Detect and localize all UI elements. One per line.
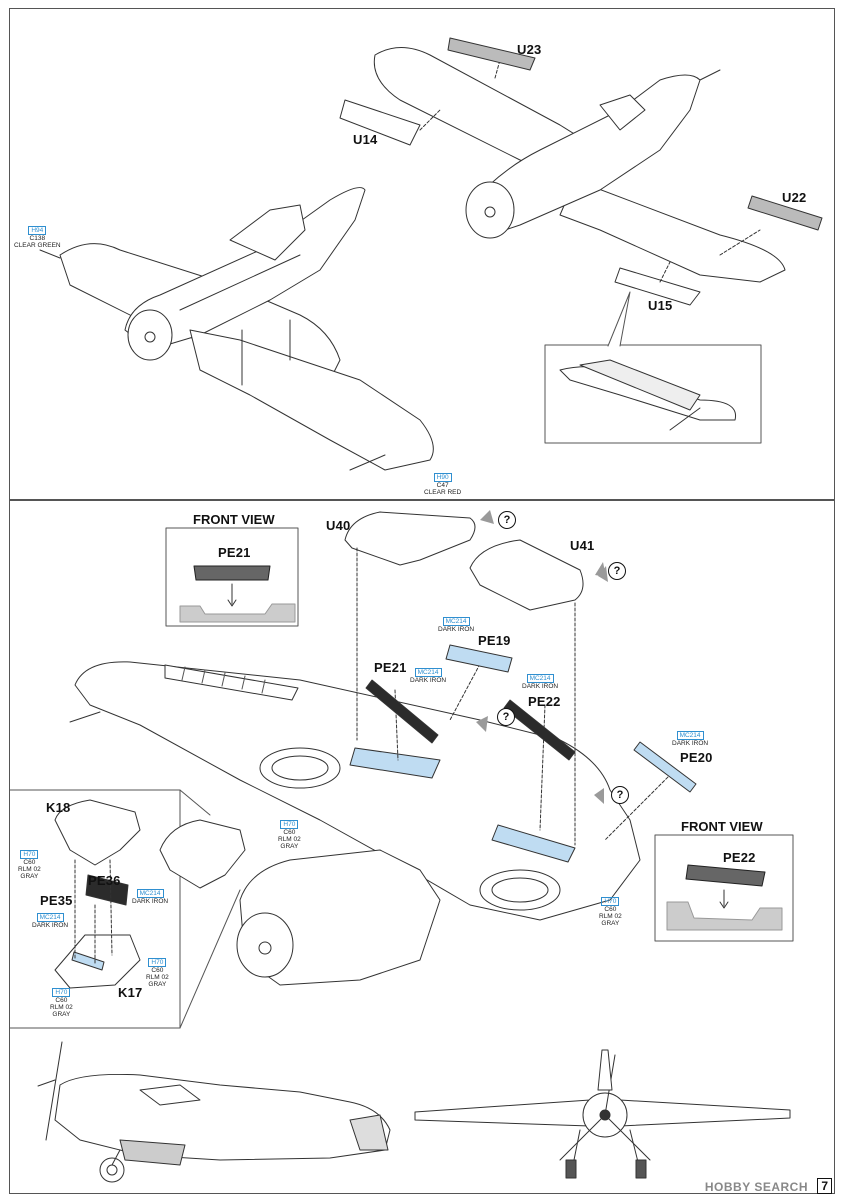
radiator-parts [447, 37, 823, 231]
label-k17: K17 [118, 985, 143, 1000]
paint-code-c: C60 [151, 967, 164, 974]
top-left-aircraft [39, 187, 434, 471]
paint-code-box: H70 [280, 820, 299, 829]
paint-code-name: DARK IRON [410, 677, 447, 684]
question-mark-icon-3: ? [497, 708, 515, 726]
label-pe22-front: PE22 [723, 850, 756, 865]
paint-code-name2: GRAY [52, 1011, 71, 1018]
bottom-panel [9, 500, 835, 1194]
label-u14: U14 [353, 132, 378, 147]
label-u40: U40 [326, 518, 351, 533]
paint-code-box: MC214 [526, 674, 554, 683]
paint-code-mc214-pe36: MC214 DARK IRON [132, 889, 168, 905]
side-view-aircraft [37, 1041, 391, 1183]
watermark: HOBBY SEARCH [704, 1180, 808, 1194]
frontal-view-aircraft [414, 1049, 791, 1179]
paint-code-h70-k17b: H70 C60 RLM 02 GRAY [50, 988, 73, 1018]
paint-code-box: H90 [433, 473, 452, 482]
paint-code-mc214-pe21: MC214 DARK IRON [410, 668, 446, 684]
paint-code-name: CLEAR RED [424, 489, 462, 496]
paint-code-mc214-pe22: MC214 DARK IRON [522, 674, 558, 690]
paint-code-box: MC214 [414, 668, 442, 677]
paint-code-box: MC214 [36, 913, 64, 922]
paint-code-name: RLM 02 [599, 913, 622, 920]
paint-code-h70-k18: H70 C60 RLM 02 GRAY [18, 850, 41, 880]
label-pe21-front: PE21 [218, 545, 251, 560]
top-panel [9, 8, 835, 500]
paint-code-name: DARK IRON [438, 626, 475, 633]
label-pe22: PE22 [528, 694, 561, 709]
question-mark-icon-2: ? [608, 562, 626, 580]
front-view-title-1: FRONT VIEW [193, 512, 275, 527]
paint-code-name: DARK IRON [132, 898, 169, 905]
pe19-part [445, 644, 513, 673]
paint-code-box: MC214 [442, 617, 470, 626]
paint-code-name: RLM 02 [146, 974, 169, 981]
paint-code-h70-right: H70 C60 RLM 02 GRAY [599, 897, 622, 927]
paint-code-name2: GRAY [280, 843, 299, 850]
paint-code-name2: GRAY [148, 981, 167, 988]
pe36-part [85, 874, 129, 906]
paint-code-name: RLM 02 [18, 866, 41, 873]
label-u15: U15 [648, 298, 673, 313]
label-pe21: PE21 [374, 660, 407, 675]
paint-code-h70-wheelwell: H70 C60 RLM 02 GRAY [278, 820, 301, 850]
main-wing-underside [74, 661, 641, 921]
paint-code-h90: H90 C47 CLEAR RED [424, 473, 461, 496]
pe20-part [633, 741, 697, 793]
question-mark-icon-4: ? [611, 786, 629, 804]
paint-code-mc214-pe35: MC214 DARK IRON [32, 913, 68, 929]
label-pe19: PE19 [478, 633, 511, 648]
label-u22: U22 [782, 190, 807, 205]
paint-code-box: MC214 [676, 731, 704, 740]
label-k18: K18 [46, 800, 71, 815]
paint-code-h70-k17a: H70 C60 RLM 02 GRAY [146, 958, 169, 988]
top-right-aircraft [339, 47, 786, 306]
paint-code-c: C60 [23, 859, 36, 866]
paint-code-name: RLM 02 [278, 836, 301, 843]
paint-code-name2: GRAY [601, 920, 620, 927]
paint-code-name: DARK IRON [522, 683, 559, 690]
paint-code-name2: GRAY [20, 873, 39, 880]
pe22-part [503, 699, 576, 761]
label-pe20: PE20 [680, 750, 713, 765]
paint-code-box: H70 [148, 958, 167, 967]
paint-code-name: CLEAR GREEN [14, 242, 61, 249]
label-pe35: PE35 [40, 893, 73, 908]
front-view-title-2: FRONT VIEW [681, 819, 763, 834]
paint-code-c: C60 [55, 997, 68, 1004]
paint-code-mc214-pe19: MC214 DARK IRON [438, 617, 474, 633]
label-u41: U41 [570, 538, 595, 553]
paint-code-box: H70 [20, 850, 39, 859]
paint-code-box: H94 [28, 226, 47, 235]
paint-code-box: MC214 [136, 889, 164, 898]
paint-code-c: C47 [436, 482, 449, 489]
label-pe36: PE36 [88, 873, 121, 888]
paint-code-c: C60 [283, 829, 296, 836]
pe21-part [365, 679, 439, 744]
paint-code-name: RLM 02 [50, 1004, 73, 1011]
k-inset-box [9, 789, 181, 1029]
paint-code-name: DARK IRON [672, 740, 709, 747]
paint-code-mc214-pe20: MC214 DARK IRON [672, 731, 708, 747]
paint-code-box: H70 [601, 897, 620, 906]
question-mark-icon-1: ? [498, 511, 516, 529]
page-number: 7 [817, 1178, 832, 1194]
paint-code-c: C138 [29, 235, 46, 242]
paint-code-h94: H94 C138 CLEAR GREEN [14, 226, 61, 249]
paint-code-c: C60 [604, 906, 617, 913]
label-u23: U23 [517, 42, 542, 57]
paint-code-name: DARK IRON [32, 922, 69, 929]
paint-code-box: H70 [52, 988, 71, 997]
